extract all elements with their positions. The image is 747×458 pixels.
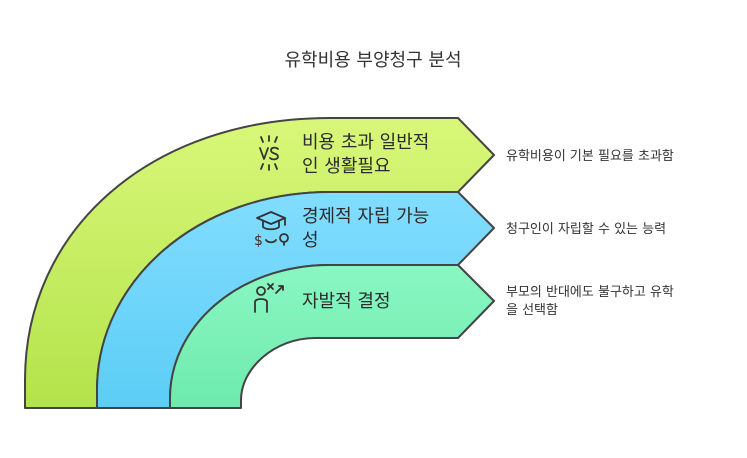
band-1-description: 유학비용이 기본 필요를 초과함	[506, 149, 674, 164]
band-1-label-line2: 인 생활필요	[302, 156, 391, 177]
vs-versus-icon	[259, 135, 279, 171]
band-2-description: 청구인이 자립할 수 있는 능력	[506, 222, 666, 237]
diagram-title: 유학비용 부양청구 분석	[284, 50, 461, 71]
band-3-description-line2: 을 선택함	[506, 303, 558, 318]
band-3-label-line1: 자발적 결정	[302, 291, 391, 312]
band-1-label-line1: 비용 초과 일반적	[302, 132, 429, 153]
band-2-label-line1: 경제적 자립 가능	[302, 206, 429, 227]
person-decision-icon	[254, 283, 284, 313]
svg-text:$: $	[254, 233, 263, 249]
band-2-label-line2: 성	[302, 230, 319, 251]
band-3-description-line1: 부모의 반대에도 불구하고 유학	[506, 285, 674, 300]
graduation-cap-money-icon: $	[254, 211, 289, 249]
band-inner	[169, 264, 495, 409]
